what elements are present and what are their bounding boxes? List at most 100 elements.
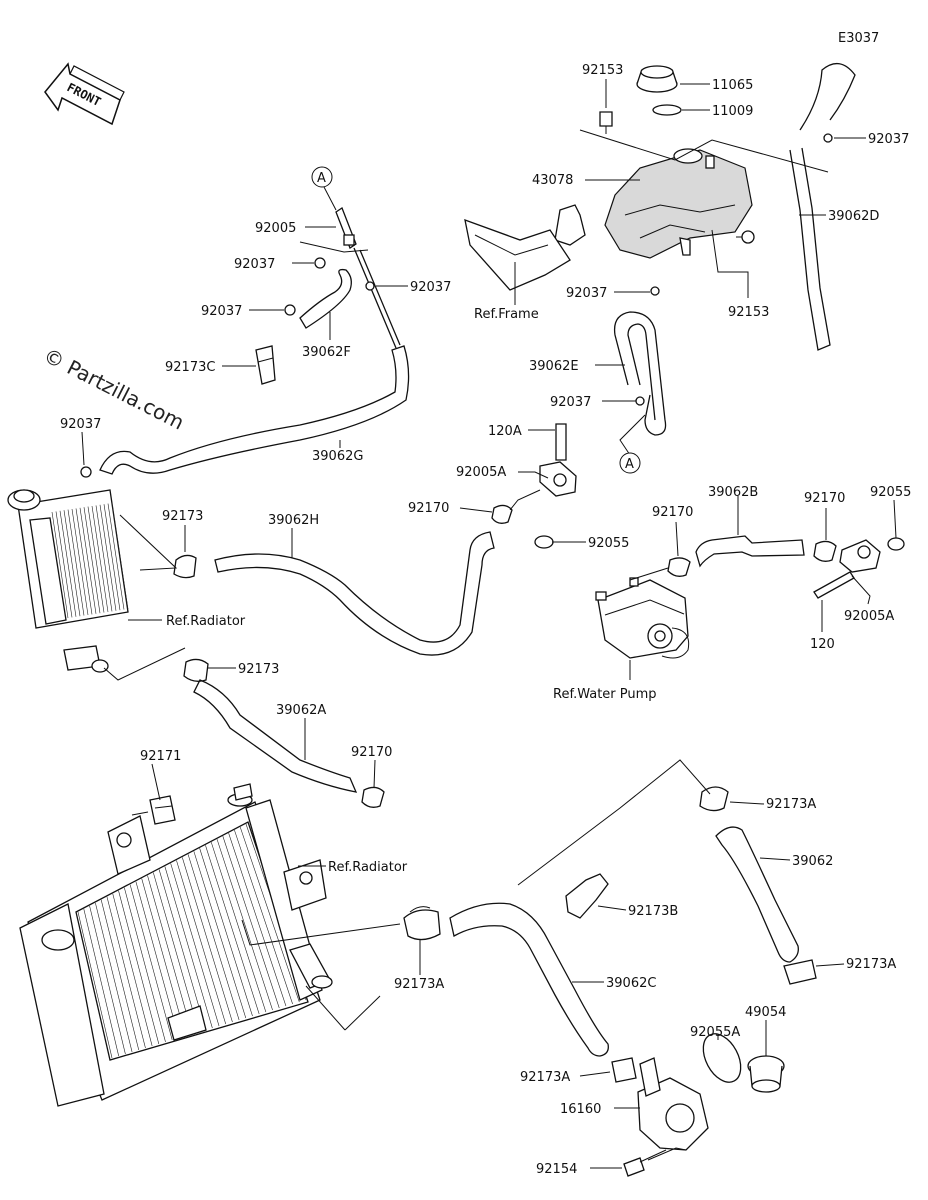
clamp-92173A-3 — [403, 906, 441, 941]
radiator-fin — [95, 505, 113, 612]
radiator-fin — [153, 872, 200, 1033]
radiator-fin — [181, 857, 233, 1023]
label-11065: 11065 — [712, 78, 753, 93]
radiator-fin — [118, 890, 160, 1045]
thermostat-housing-16160 — [637, 1057, 709, 1151]
radiator-fin — [89, 905, 126, 1055]
label-92055-r: 92055 — [870, 485, 911, 500]
radiator-fin — [107, 503, 125, 610]
label-92173C: 92173C — [165, 360, 215, 375]
clamp-92037-tank — [650, 286, 660, 296]
radiator-fin — [55, 511, 73, 618]
hose-thin-2 — [359, 249, 401, 346]
clamp-92170-m — [667, 557, 691, 577]
radiator-fin — [77, 911, 113, 1059]
hose-39062H — [214, 531, 495, 656]
hose-39062E — [613, 311, 667, 436]
radiator-fin — [124, 887, 166, 1043]
radiator-fin — [112, 893, 153, 1047]
cap-gasket — [652, 104, 682, 116]
leaders-top-right — [514, 79, 866, 456]
label-92153-tank: 92153 — [728, 305, 769, 320]
label-39062C: 39062C — [606, 976, 656, 991]
hose-39062D-top — [799, 63, 856, 131]
label-92173-a: 92173 — [162, 509, 203, 524]
radiator-fin — [99, 504, 117, 611]
radiator-fin — [106, 896, 146, 1049]
label-120: 120 — [810, 637, 835, 652]
label-92173A-4: 92173A — [520, 1070, 570, 1085]
bolt-120 — [813, 571, 855, 599]
label-92170-l: 92170 — [408, 501, 449, 516]
reservoir-cap — [636, 65, 678, 93]
radiator-fin — [87, 506, 105, 613]
label-16160: 16160 — [560, 1102, 601, 1117]
label-92005A-r: 92005A — [844, 609, 894, 624]
radiator-fin — [164, 866, 213, 1029]
radiator-fin — [234, 829, 293, 1005]
hose-39062C — [449, 902, 609, 1057]
leaders-bottom — [131, 759, 845, 1169]
bolt-92153-tank — [736, 230, 755, 244]
label-39062G: 39062G — [312, 449, 363, 464]
label-92173A-1: 92173A — [766, 797, 816, 812]
radiator-fin — [91, 505, 109, 613]
radiator-fin — [141, 878, 186, 1037]
radiator-fin — [71, 508, 89, 616]
leader-a — [323, 186, 337, 211]
radiator-fin — [210, 842, 267, 1013]
hose-39062D — [789, 147, 831, 351]
label-39062E: 39062E — [529, 359, 579, 374]
label-92037-e: 92037 — [550, 395, 591, 410]
clamp-92173A-1 — [699, 786, 729, 812]
label-39062D: 39062D — [828, 209, 879, 224]
label-92037-left: 92037 — [60, 417, 101, 432]
radiator-fin — [67, 509, 85, 616]
radiator-fin — [176, 860, 227, 1025]
label-92170-b: 92170 — [351, 745, 392, 760]
frame-reference — [464, 218, 571, 291]
hose-39062A — [193, 679, 358, 793]
leaders-mid-right — [629, 496, 897, 680]
label-92037-tr: 92037 — [868, 132, 909, 147]
radiator-fin — [205, 845, 260, 1015]
gasket-92055-r — [887, 537, 905, 551]
reservoir-tank — [604, 148, 753, 259]
radiator-fin — [216, 839, 273, 1011]
hose-39062F — [299, 268, 352, 329]
radiator-fin — [193, 851, 247, 1019]
label-39062A: 39062A — [276, 703, 326, 718]
label-ref-radiator-2: Ref.Radiator — [328, 860, 408, 875]
radiator-fin — [63, 510, 81, 617]
clamp-92037-tr — [823, 133, 833, 143]
front-arrow-icon: FRONT — [44, 62, 125, 126]
clip-92171 — [149, 795, 176, 825]
label-39062B: 39062B — [708, 485, 758, 500]
fitting-92005A-r — [839, 539, 881, 573]
radiator-fin — [147, 875, 193, 1035]
radiator-fin — [228, 833, 287, 1007]
leaders-mid-left — [103, 429, 586, 789]
label-92055A: 92055A — [690, 1025, 740, 1040]
bolt-120A — [555, 423, 567, 461]
clamp-92037-left — [80, 466, 92, 478]
label-92173B: 92173B — [628, 904, 678, 919]
label-43078: 43078 — [532, 173, 573, 188]
radiator-fin — [187, 854, 240, 1021]
radiator-upper — [7, 489, 129, 673]
hose-thin — [353, 247, 397, 349]
label-ref-water-pump: Ref.Water Pump — [553, 687, 657, 702]
hose-39062E-inner — [627, 323, 656, 421]
radiator-fin — [170, 863, 220, 1027]
label-92037-a: 92037 — [234, 257, 275, 272]
clamp-92173A-2 — [783, 959, 817, 985]
diagram-code: E3037 — [838, 31, 879, 46]
svg-text:A: A — [317, 171, 326, 186]
bolt-92154 — [623, 1149, 667, 1177]
gasket-92055-l — [534, 535, 554, 549]
label-ref-frame: Ref.Frame — [474, 307, 539, 322]
clamp-92037-e — [635, 396, 645, 406]
leaders-top-left — [81, 226, 408, 466]
hose-39062 — [715, 826, 799, 963]
